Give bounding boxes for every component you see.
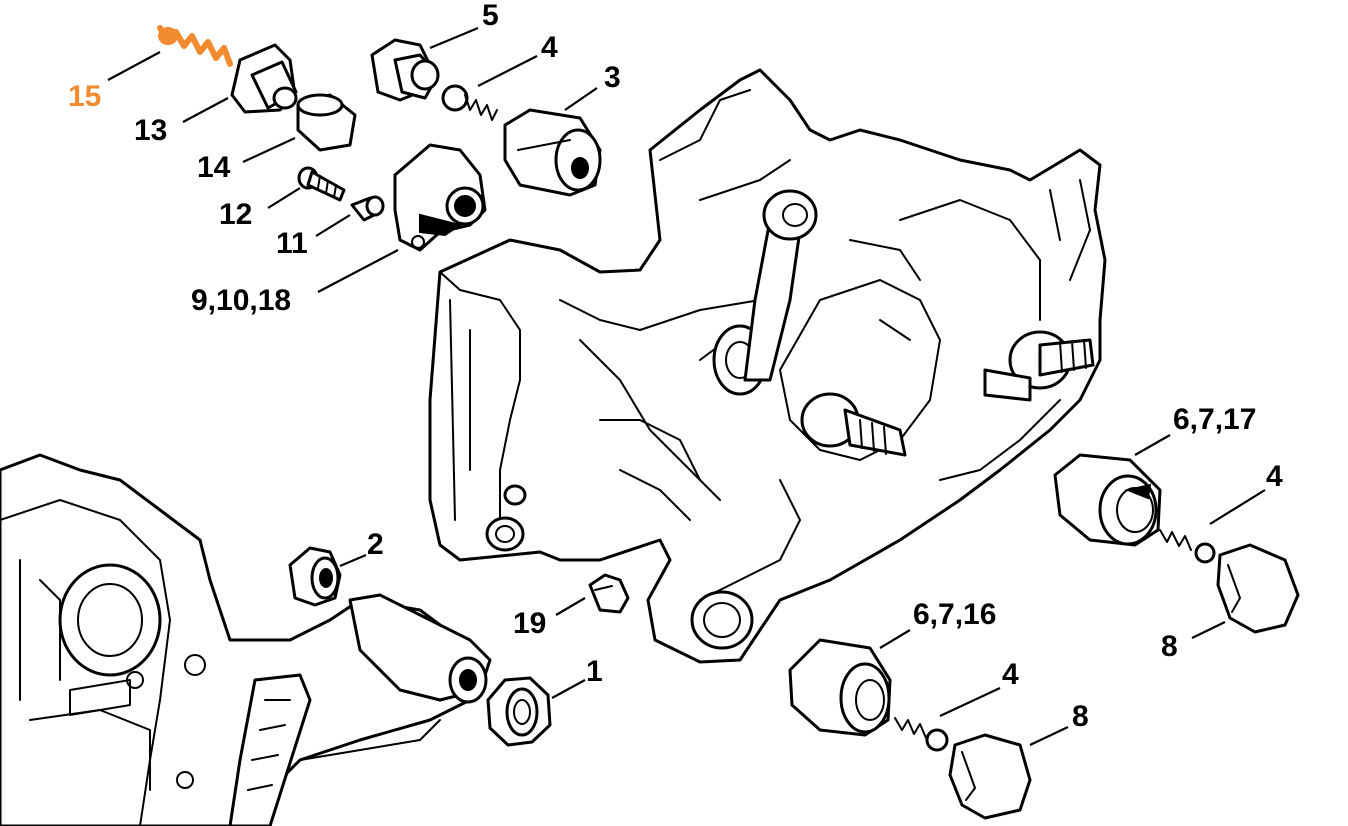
crankcase-main [428, 68, 1107, 664]
part-14-sleeve [296, 93, 357, 152]
part-15-spring [157, 25, 233, 67]
callout-1[interactable]: 1 [586, 655, 603, 688]
part-11-pin [350, 195, 385, 222]
part-19-plug [588, 573, 630, 614]
callout-13[interactable]: 13 [134, 114, 168, 147]
callout-12[interactable]: 12 [219, 198, 253, 231]
callout-2[interactable]: 2 [367, 528, 384, 561]
part-8-cap-right [1216, 543, 1300, 634]
callout-4-right[interactable]: 4 [1266, 460, 1283, 493]
callout-4-bottom[interactable]: 4 [1002, 658, 1019, 691]
part-3-bearing [503, 108, 602, 197]
callout-3[interactable]: 3 [604, 61, 621, 94]
part-9-10-18-cover [393, 143, 487, 252]
part-13-washer [230, 43, 298, 114]
part-8-cap-bottom [948, 733, 1032, 820]
part-4-spring-top [441, 84, 498, 121]
callout-11[interactable]: 11 [276, 227, 308, 260]
callout-14[interactable]: 14 [197, 151, 231, 184]
part-4-spring-bottom [894, 717, 949, 752]
callout-6-7-17[interactable]: 6,7,17 [1173, 403, 1257, 436]
part-1-ring [486, 676, 552, 747]
callout-19[interactable]: 19 [513, 607, 547, 640]
crankcase-secondary [0, 453, 492, 826]
callout-8-bottom[interactable]: 8 [1072, 700, 1089, 733]
callout-9-10-18[interactable]: 9,10,18 [191, 284, 292, 317]
part-4-spring-right [1159, 529, 1216, 564]
part-6-7-17-seal [1053, 453, 1162, 547]
part-6-7-16-seal [788, 638, 892, 737]
leader-lines [107, 26, 1266, 746]
callout-15[interactable]: 15 [68, 80, 102, 113]
callout-5[interactable]: 5 [482, 0, 499, 32]
part-5-bushing [370, 38, 440, 102]
part-2-ring [288, 546, 342, 607]
callout-6-7-16[interactable]: 6,7,16 [913, 598, 997, 631]
callout-4-top[interactable]: 4 [541, 31, 558, 64]
part-12-screw [297, 166, 346, 202]
callout-8-right[interactable]: 8 [1161, 630, 1178, 663]
